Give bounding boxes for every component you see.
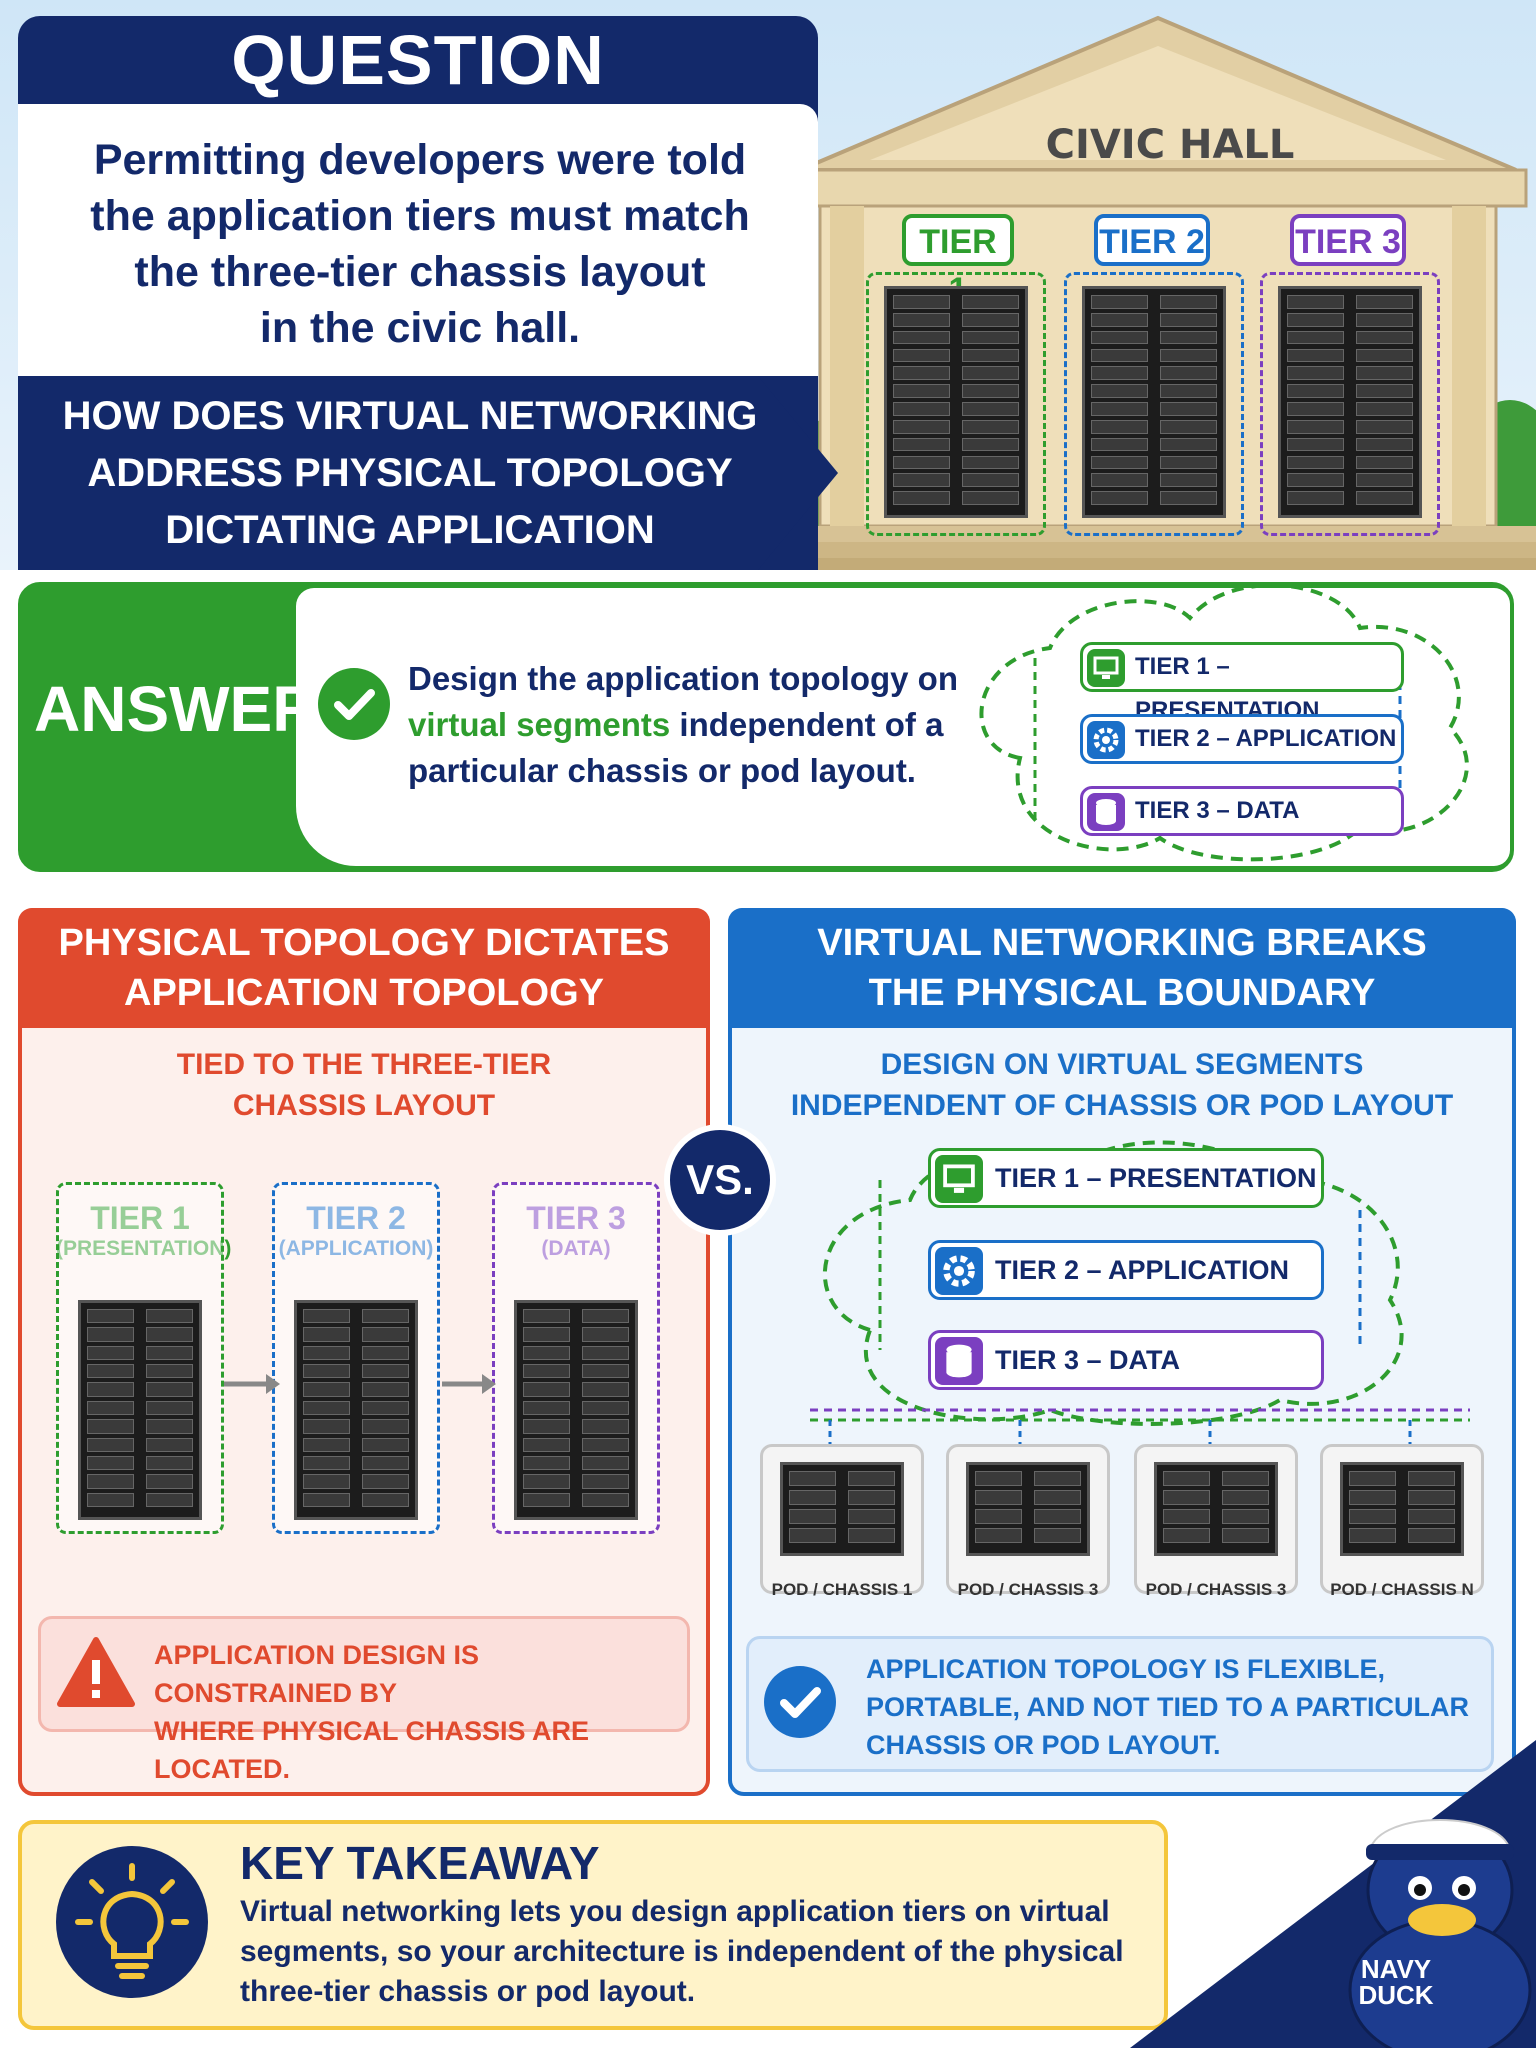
answer-text: Design the application topology on virtu… xyxy=(408,656,968,794)
left-title-line: APPLICATION TOPOLOGY xyxy=(124,972,604,1014)
answer-line: particular chassis or pod layout. xyxy=(408,752,916,789)
right-sub-line: INDEPENDENT OF CHASSIS OR POD LAYOUT xyxy=(790,1089,1454,1122)
takeaway-line: Virtual networking lets you design appli… xyxy=(240,1895,1110,1928)
check-icon xyxy=(318,668,390,740)
physical-warning-box xyxy=(38,1616,690,1732)
pod-label: POD / CHASSIS 3 xyxy=(1145,1580,1287,1599)
hall-tier-2-rack xyxy=(1082,286,1226,518)
hall-tier-2-frame xyxy=(1064,272,1244,536)
answer-line: Design the application topology on xyxy=(408,660,958,697)
question-text: Permitting developers were told the appl… xyxy=(60,132,780,356)
gear-icon xyxy=(935,1247,983,1295)
pod-label: POD / CHASSIS 3 xyxy=(957,1580,1099,1599)
physical-topology-title: PHYSICAL TOPOLOGY DICTATES APPLICATION T… xyxy=(18,918,710,1018)
warning-icon xyxy=(57,1637,135,1707)
left-sub-line: CHASSIS LAYOUT xyxy=(232,1089,496,1122)
takeaway-line: three-tier chassis or pod layout. xyxy=(240,1975,696,2008)
gear-icon xyxy=(1087,721,1125,759)
benefit-line: CHASSIS OR POD LAYOUT. xyxy=(866,1730,1221,1760)
warning-line: WHERE PHYSICAL CHASSIS ARE LOCATED. xyxy=(154,1716,590,1784)
pod-rack xyxy=(1154,1462,1278,1556)
physical-topology-header xyxy=(18,908,710,1028)
answer-pill-tier-3: TIER 3 – DATA xyxy=(1080,786,1404,836)
virtual-benefit-box xyxy=(746,1636,1494,1772)
vs-badge: VS. xyxy=(664,1124,776,1236)
answer-line: virtual segments independent of a xyxy=(408,702,968,748)
warning-line: APPLICATION DESIGN IS CONSTRAINED BY xyxy=(154,1640,480,1708)
mascot-label: NAVY DUCK xyxy=(1356,1956,1436,2008)
right-pill-label: TIER 2 – APPLICATION xyxy=(995,1255,1290,1285)
right-sub-line: DESIGN ON VIRTUAL SEGMENTS xyxy=(880,1048,1364,1081)
physical-warning-text: APPLICATION DESIGN IS CONSTRAINED BY WHE… xyxy=(154,1636,684,1788)
question-sub-line: ADDRESS PHYSICAL TOPOLOGY xyxy=(87,451,733,495)
mascot-label-line: DUCK xyxy=(1358,1980,1434,2010)
pod-rack xyxy=(1340,1462,1464,1556)
answer-pill-label: TIER 3 – DATA xyxy=(1135,797,1300,824)
benefit-line: PORTABLE, AND NOT TIED TO A PARTICULAR xyxy=(866,1692,1469,1722)
check-icon xyxy=(764,1666,836,1738)
question-sub-line: HOW DOES VIRTUAL NETWORKING xyxy=(62,394,758,438)
hall-tier-1-frame xyxy=(866,272,1046,536)
left-tier-3-rack xyxy=(514,1300,638,1520)
right-pill-label: TIER 1 – PRESENTATION xyxy=(995,1163,1317,1193)
key-takeaway-title: KEY TAKEAWAY xyxy=(240,1837,600,1889)
question-line: in the civic hall. xyxy=(259,304,581,352)
hall-tier-1-tag: TIER 1 xyxy=(902,214,1014,309)
question-line: Permitting developers were told xyxy=(93,136,747,184)
virtual-networking-subtitle: DESIGN ON VIRTUAL SEGMENTS INDEPENDENT O… xyxy=(728,1044,1516,1126)
right-pill-tier-1: TIER 1 – PRESENTATION xyxy=(928,1148,1324,1208)
left-sub-line: TIED TO THE THREE-TIER xyxy=(176,1048,552,1081)
database-icon xyxy=(1087,793,1125,831)
pod-label: POD / CHASSIS N xyxy=(1330,1580,1474,1599)
key-takeaway-panel xyxy=(18,1820,1168,2030)
key-takeaway-text: Virtual networking lets you design appli… xyxy=(240,1892,1140,2012)
physical-topology-subtitle: TIED TO THE THREE-TIER CHASSIS LAYOUT xyxy=(18,1044,710,1126)
question-arrow-banner xyxy=(18,376,838,570)
hall-tier-2-tag: TIER 2 xyxy=(1094,214,1210,266)
question-line: the three-tier chassis layout xyxy=(134,248,706,296)
virtual-benefit-text: APPLICATION TOPOLOGY IS FLEXIBLE, PORTAB… xyxy=(866,1650,1486,1764)
pod-rack xyxy=(780,1462,904,1556)
benefit-line: APPLICATION TOPOLOGY IS FLEXIBLE, xyxy=(866,1654,1386,1684)
virtual-networking-header xyxy=(728,908,1516,1028)
monitor-icon xyxy=(1087,649,1125,687)
left-tier-2-rack xyxy=(294,1300,418,1520)
pod-label: POD / CHASSIS 1 xyxy=(771,1580,913,1599)
database-icon xyxy=(935,1337,983,1385)
mascot-label-line: NAVY xyxy=(1360,1954,1432,1984)
right-pill-label: TIER 3 – DATA xyxy=(995,1345,1181,1375)
question-line: the application tiers must match xyxy=(90,192,750,240)
left-tier-1-rack xyxy=(78,1300,202,1520)
takeaway-line: segments, so your architecture is indepe… xyxy=(240,1935,1124,1968)
question-body xyxy=(18,104,818,376)
hall-tier-3-rack xyxy=(1278,286,1422,518)
hall-tier-1-rack xyxy=(884,286,1028,518)
monitor-icon xyxy=(935,1155,983,1203)
answer-pill-tier-2: TIER 2 – APPLICATION xyxy=(1080,714,1404,764)
navy-duck-mascot xyxy=(1130,1740,1536,2048)
question-title: QUESTION xyxy=(231,21,605,99)
left-tier-arrows xyxy=(224,1374,496,1394)
hall-tier-3-tag: TIER 3 xyxy=(1290,214,1406,266)
answer-highlight: virtual segments xyxy=(408,706,671,743)
lightbulb-icon xyxy=(56,1846,208,1998)
right-pill-tier-2: TIER 2 – APPLICATION xyxy=(928,1240,1324,1300)
pod-rack xyxy=(966,1462,1090,1556)
civic-hall-name: CIVIC HALL xyxy=(1045,122,1295,168)
virtual-networking-title: VIRTUAL NETWORKING BREAKS THE PHYSICAL B… xyxy=(728,918,1516,1018)
right-title-line: VIRTUAL NETWORKING BREAKS xyxy=(817,922,1427,964)
answer-pill-tier-1: TIER 1 – PRESENTATION xyxy=(1080,642,1404,724)
answer-pill-label: TIER 2 – APPLICATION xyxy=(1135,725,1397,752)
left-title-line: PHYSICAL TOPOLOGY DICTATES xyxy=(58,922,670,964)
right-pill-tier-3: TIER 3 – DATA xyxy=(928,1330,1324,1390)
hall-tier-3-frame xyxy=(1260,272,1440,536)
answer-line-rest: independent of a xyxy=(670,706,944,743)
answer-label: ANSWER xyxy=(34,673,319,745)
right-title-line: THE PHYSICAL BOUNDARY xyxy=(868,972,1376,1014)
